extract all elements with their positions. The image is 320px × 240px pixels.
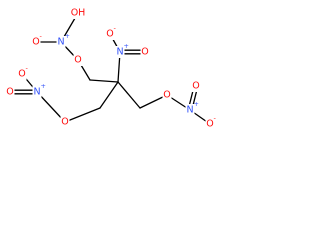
atom-label-background — [31, 36, 41, 48]
atom-label-background — [191, 80, 201, 92]
atom-label-background — [205, 118, 215, 130]
atom-label-background — [73, 54, 83, 66]
atom-charge: + — [41, 82, 46, 90]
atom-label-background — [17, 68, 27, 80]
atom-label: O — [206, 119, 213, 130]
atom-label-background — [56, 36, 66, 48]
atom-label-background — [5, 86, 15, 98]
atom-label-background — [70, 7, 86, 19]
atom-label: N — [186, 105, 193, 116]
atom-label: O — [192, 81, 199, 92]
atom-o-a7: O- — [105, 24, 117, 40]
atom-charge: + — [194, 100, 199, 108]
atom-label-background — [105, 28, 115, 40]
atom-label: N — [57, 37, 64, 48]
atom-n-a2: N+ — [56, 32, 70, 48]
atom-label: O — [18, 69, 25, 80]
atom-o-a8: O — [60, 116, 70, 128]
bond-c1-c2 — [89, 79, 119, 83]
atom-o-a14: O — [191, 80, 201, 92]
atom-label: OH — [71, 8, 86, 19]
atom-o-a15: O- — [205, 114, 217, 130]
atom-label: O — [74, 55, 81, 66]
atom-n-a5: N+ — [115, 42, 129, 58]
atom-charge: + — [65, 32, 70, 40]
atom-o-a3: O- — [31, 32, 43, 48]
atom-charge: - — [214, 114, 217, 122]
atom-o-a6: O — [140, 46, 150, 58]
bond-c3-a8 — [64, 107, 101, 123]
atom-label: O — [61, 117, 68, 128]
atom-label-background — [140, 46, 150, 58]
atom-label: O — [6, 87, 13, 98]
atom-label-background — [115, 46, 125, 58]
atom-o-a1: OH — [70, 7, 86, 19]
atom-charge: - — [40, 32, 43, 40]
bond-a8-a9 — [36, 91, 66, 123]
atom-n-a13: N+ — [185, 100, 199, 116]
atom-charge: + — [124, 42, 129, 50]
atom-o-a11: O — [5, 86, 15, 98]
atom-label: O — [106, 29, 113, 40]
atom-o-a10: O- — [17, 64, 29, 80]
atom-label-background — [162, 89, 172, 101]
atom-n-a9: N+ — [32, 82, 46, 98]
bond-c2-c4 — [117, 81, 141, 109]
atom-label-background — [60, 116, 70, 128]
atom-label: N — [116, 47, 123, 58]
atom-charge: - — [114, 24, 117, 32]
bond-c2-c3 — [99, 81, 119, 109]
atom-label-background — [32, 86, 42, 98]
atom-label-background — [185, 104, 195, 116]
atom-label: N — [33, 87, 40, 98]
atom-label: O — [141, 47, 148, 58]
atom-charge: - — [26, 64, 29, 72]
atom-label: O — [32, 37, 39, 48]
atom-label: O — [163, 90, 170, 101]
atom-o-a4: O — [73, 54, 83, 66]
atom-o-a12: O — [162, 89, 172, 101]
